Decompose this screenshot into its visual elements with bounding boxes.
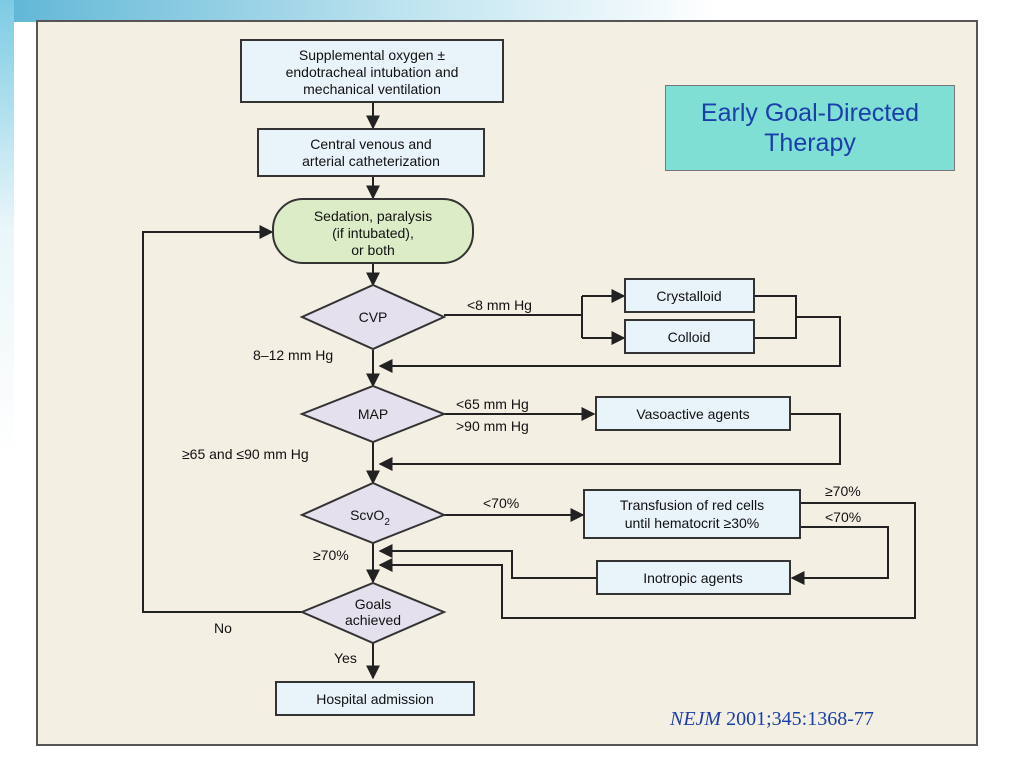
node-scvo2-diamond: ScvO2	[299, 481, 447, 545]
node-vasoactive-label: Vasoactive agents	[636, 406, 749, 422]
slide-top-accent	[0, 0, 1024, 22]
node-colloid: Colloid	[624, 319, 755, 354]
node-inotropic-label: Inotropic agents	[643, 570, 743, 586]
node-vasoactive: Vasoactive agents	[595, 396, 791, 431]
node-cvp-label: CVP	[359, 309, 388, 325]
connectors	[142, 102, 916, 680]
label-yes: Yes	[334, 650, 357, 666]
node-goals-diamond: Goals achieved	[299, 581, 447, 645]
node-goals-line2: achieved	[345, 612, 401, 628]
node-sedation: Sedation, paralysis (if intubated), or b…	[272, 198, 474, 264]
node-sedation-line1: Sedation, paralysis	[314, 208, 432, 224]
citation-journal: NEJM	[670, 708, 722, 730]
node-oxygen-line3: mechanical ventilation	[303, 81, 441, 97]
node-cvp-diamond: CVP	[299, 283, 447, 351]
node-transfusion: Transfusion of red cells until hematocri…	[583, 489, 801, 539]
node-colloid-label: Colloid	[668, 329, 711, 345]
node-map-label: MAP	[358, 406, 388, 422]
slide-title-box: Early Goal-Directed Therapy	[665, 85, 955, 171]
node-inotropic: Inotropic agents	[596, 560, 791, 595]
label-cvp-ok: 8–12 mm Hg	[253, 347, 333, 363]
node-oxygen-line1: Supplemental oxygen ±	[299, 47, 446, 63]
label-no: No	[214, 620, 232, 636]
citation: NEJM 2001;345:1368-77	[670, 708, 874, 731]
node-map-diamond: MAP	[299, 384, 447, 444]
node-catheter-line2: arterial catheterization	[302, 153, 440, 169]
label-scv-ok: ≥70%	[313, 547, 349, 563]
node-hospital-admission: Hospital admission	[275, 681, 475, 716]
label-transfusion-high: ≥70%	[825, 483, 861, 499]
node-catheterization: Central venous and arterial catheterizat…	[257, 128, 485, 177]
slide-title: Early Goal-Directed Therapy	[700, 99, 920, 157]
node-sedation-line2: (if intubated),	[332, 225, 414, 241]
node-crystalloid: Crystalloid	[624, 278, 755, 313]
branch-labels: <8 mm Hg 8–12 mm Hg <65 mm Hg >90 mm Hg …	[182, 297, 861, 666]
node-transfusion-line2: until hematocrit ≥30%	[625, 515, 760, 531]
citation-reference: 2001;345:1368-77	[726, 708, 874, 730]
slide-left-accent	[0, 0, 14, 768]
node-scvo2-subscript: 2	[384, 517, 390, 528]
node-sedation-line3: or both	[351, 242, 395, 258]
node-scvo2-text: ScvO	[350, 507, 384, 523]
node-goals-line1: Goals	[355, 596, 392, 612]
node-supplemental-oxygen: Supplemental oxygen ± endotracheal intub…	[240, 39, 504, 103]
node-hospital-label: Hospital admission	[316, 691, 434, 707]
label-map-high: >90 mm Hg	[456, 418, 529, 434]
label-transfusion-low: <70%	[825, 509, 861, 525]
label-cvp-low: <8 mm Hg	[467, 297, 532, 313]
node-scvo2-label: ScvO2	[350, 507, 390, 528]
node-transfusion-line1: Transfusion of red cells	[620, 497, 764, 513]
node-catheter-line1: Central venous and	[310, 136, 431, 152]
label-map-ok: ≥65 and ≤90 mm Hg	[182, 446, 309, 462]
node-oxygen-line2: endotracheal intubation and	[286, 64, 459, 80]
label-map-low: <65 mm Hg	[456, 396, 529, 412]
node-crystalloid-label: Crystalloid	[656, 288, 721, 304]
label-scv-low: <70%	[483, 495, 519, 511]
